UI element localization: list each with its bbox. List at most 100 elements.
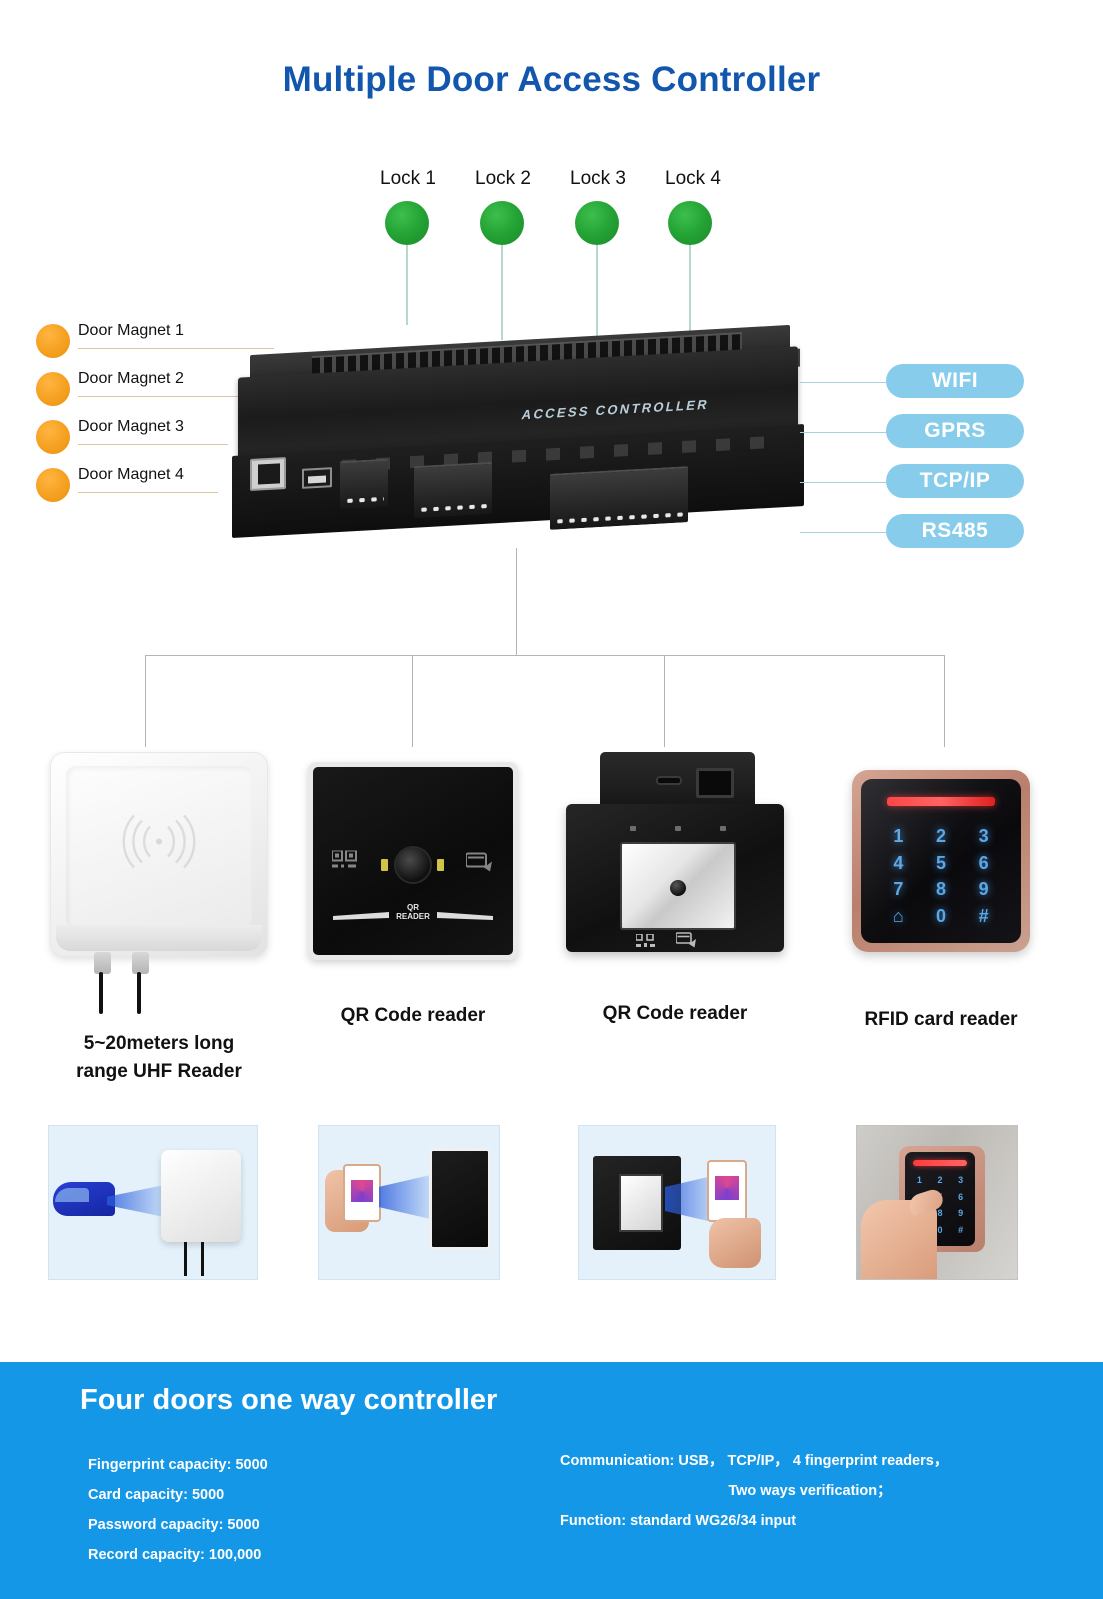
spec-column-right: Communication: USB， TCP/IP， 4 fingerprin… xyxy=(560,1446,1060,1536)
door-magnet-dot-2 xyxy=(36,372,70,406)
scene-hand-3 xyxy=(861,1200,937,1279)
lock-connector-1 xyxy=(406,245,408,325)
status-led-right xyxy=(437,858,444,871)
door-magnet-rule-4 xyxy=(78,492,218,493)
scene-car-window xyxy=(55,1188,89,1202)
qr-module-camera-lens-icon xyxy=(670,879,686,896)
lock-indicator-4 xyxy=(668,201,712,245)
keypad-key-2[interactable]: 2 xyxy=(936,826,946,847)
terminal-block-8pin xyxy=(550,466,688,530)
door-magnet-label-1: Door Magnet 1 xyxy=(78,322,184,339)
qr-module-rear-housing xyxy=(600,752,755,812)
camera-lens-icon xyxy=(396,847,430,882)
device-caption-rfid: RFID card reader xyxy=(864,1009,1018,1030)
lock-label-3: Lock 3 xyxy=(570,168,626,189)
keypad-key-8[interactable]: 8 xyxy=(936,879,946,900)
uhf-cable-gland-2 xyxy=(132,952,149,974)
connectivity-line-rs485 xyxy=(800,532,888,533)
device-caption-qr-b: QR Code reader xyxy=(602,1003,748,1024)
lock-indicator-1 xyxy=(385,201,429,245)
scene-uhf-cable-2 xyxy=(201,1242,204,1276)
terminal-block-4pin xyxy=(414,461,492,519)
spec-record-capacity: Record capacity: 100,000 xyxy=(88,1547,262,1563)
rfid-reader-bezel: 1 2 3 4 5 6 7 8 9 ⌂ 0 # xyxy=(852,770,1030,952)
status-led-left xyxy=(381,858,388,871)
lock-indicator-3 xyxy=(575,201,619,245)
qr-reader-frame: QR READER xyxy=(308,762,518,960)
device-caption-uhf: 5~20meters long range UHF Reader xyxy=(26,1030,292,1086)
device-caption-uhf-line1: 5~20meters long xyxy=(83,1033,235,1054)
rfid-wave-icon xyxy=(114,814,204,874)
qr-reader-label-line1: QR xyxy=(407,902,419,912)
rfid-reader-touch-panel[interactable]: 1 2 3 4 5 6 7 8 9 ⌂ 0 # xyxy=(861,779,1021,943)
qr-reader-face: QR READER xyxy=(313,767,513,955)
qr-reader-label-line2: READER xyxy=(396,911,430,921)
connectivity-badge-gprs[interactable]: GPRS xyxy=(886,414,1024,448)
door-magnet-label-3: Door Magnet 3 xyxy=(78,418,184,435)
keypad-key-bell[interactable]: ⌂ xyxy=(893,906,904,927)
spec-column-left: Fingerprint capacity: 5000 Card capacity… xyxy=(88,1450,558,1570)
connectivity-line-tcpip xyxy=(800,482,888,483)
spec-verification: Two ways verification； xyxy=(728,1483,892,1499)
keypad-key-1[interactable]: 1 xyxy=(893,826,903,847)
keypad-key-6[interactable]: 6 xyxy=(978,852,989,873)
scene-qr-panel-device xyxy=(429,1148,491,1250)
qr-reader-label: QR READER xyxy=(396,903,430,921)
usb-port-icon xyxy=(302,467,332,489)
scene-hand-2 xyxy=(709,1218,761,1268)
keypad-key-0[interactable]: 0 xyxy=(936,906,946,927)
door-magnet-dot-4 xyxy=(36,468,70,502)
access-controller-device: ACCESS CONTROLLER xyxy=(232,324,812,551)
keypad-key-7[interactable]: 7 xyxy=(893,879,903,900)
uhf-cable-gland-1 xyxy=(94,952,111,974)
keypad-key-3[interactable]: 3 xyxy=(979,826,989,847)
keypad-key-4[interactable]: 4 xyxy=(893,853,903,874)
lock-label-2: Lock 2 xyxy=(475,168,531,189)
keypad-key-5[interactable]: 5 xyxy=(936,853,946,874)
door-magnet-rule-2 xyxy=(78,396,248,397)
qr-module-qr-icon xyxy=(635,933,656,953)
uhf-cable-1 xyxy=(99,972,103,1014)
spec-function: Function: standard WG26/34 input xyxy=(560,1513,797,1529)
scene-qr-code-2 xyxy=(715,1176,739,1200)
connectivity-badge-tcpip[interactable]: TCP/IP xyxy=(886,464,1024,498)
qr-module-ethernet-port-icon xyxy=(696,768,734,798)
scene-phone-2 xyxy=(707,1160,747,1222)
lock-label-1: Lock 1 xyxy=(380,168,436,189)
device-caption-uhf-line2: range UHF Reader xyxy=(76,1061,242,1082)
connectivity-badge-wifi[interactable]: WIFI xyxy=(886,364,1024,398)
connectivity-line-wifi xyxy=(800,382,888,383)
qr-module-usb-port-icon xyxy=(656,776,682,785)
spec-communication: Communication: USB， TCP/IP， 4 fingerprin… xyxy=(560,1453,949,1469)
door-magnet-rule-3 xyxy=(78,444,228,445)
qr-module-card-icon xyxy=(675,932,700,954)
rfid-keypad[interactable]: 1 2 3 4 5 6 7 8 9 ⌂ 0 # xyxy=(877,823,1005,930)
connectivity-badge-rs485[interactable]: RS485 xyxy=(886,514,1024,548)
device-qr-reader-module: QR Code reader xyxy=(566,752,784,1024)
keypad-key-9[interactable]: 9 xyxy=(978,879,989,900)
tree-trunk xyxy=(516,548,517,656)
lock-indicator-2 xyxy=(480,201,524,245)
qr-module-body xyxy=(566,804,784,952)
door-magnet-dot-1 xyxy=(36,324,70,358)
device-qr-reader-panel: QR READER QR Code reader xyxy=(308,762,518,1026)
tree-branch-4 xyxy=(944,655,945,747)
keypad-key-hash[interactable]: # xyxy=(978,906,989,927)
spec-panel-title: Four doors one way controller xyxy=(80,1384,498,1416)
page-title: Multiple Door Access Controller xyxy=(282,60,821,99)
lock-connector-3 xyxy=(596,245,598,355)
tree-branch-2 xyxy=(412,655,413,747)
qr-code-icon xyxy=(331,849,358,879)
qr-reader-marking: QR READER xyxy=(333,903,493,925)
scene-beam-qr-1 xyxy=(379,1174,435,1220)
qr-module-scan-window xyxy=(620,842,736,930)
uhf-reader-base-lip xyxy=(56,925,262,951)
qr-module-led-row xyxy=(620,826,736,832)
door-magnet-dot-3 xyxy=(36,420,70,454)
tree-branch-1 xyxy=(145,655,146,747)
scene-uhf-reader xyxy=(161,1150,241,1242)
door-magnet-rule-1 xyxy=(78,348,274,349)
lock-connector-4 xyxy=(689,245,691,365)
tree-branch-3 xyxy=(664,655,665,747)
